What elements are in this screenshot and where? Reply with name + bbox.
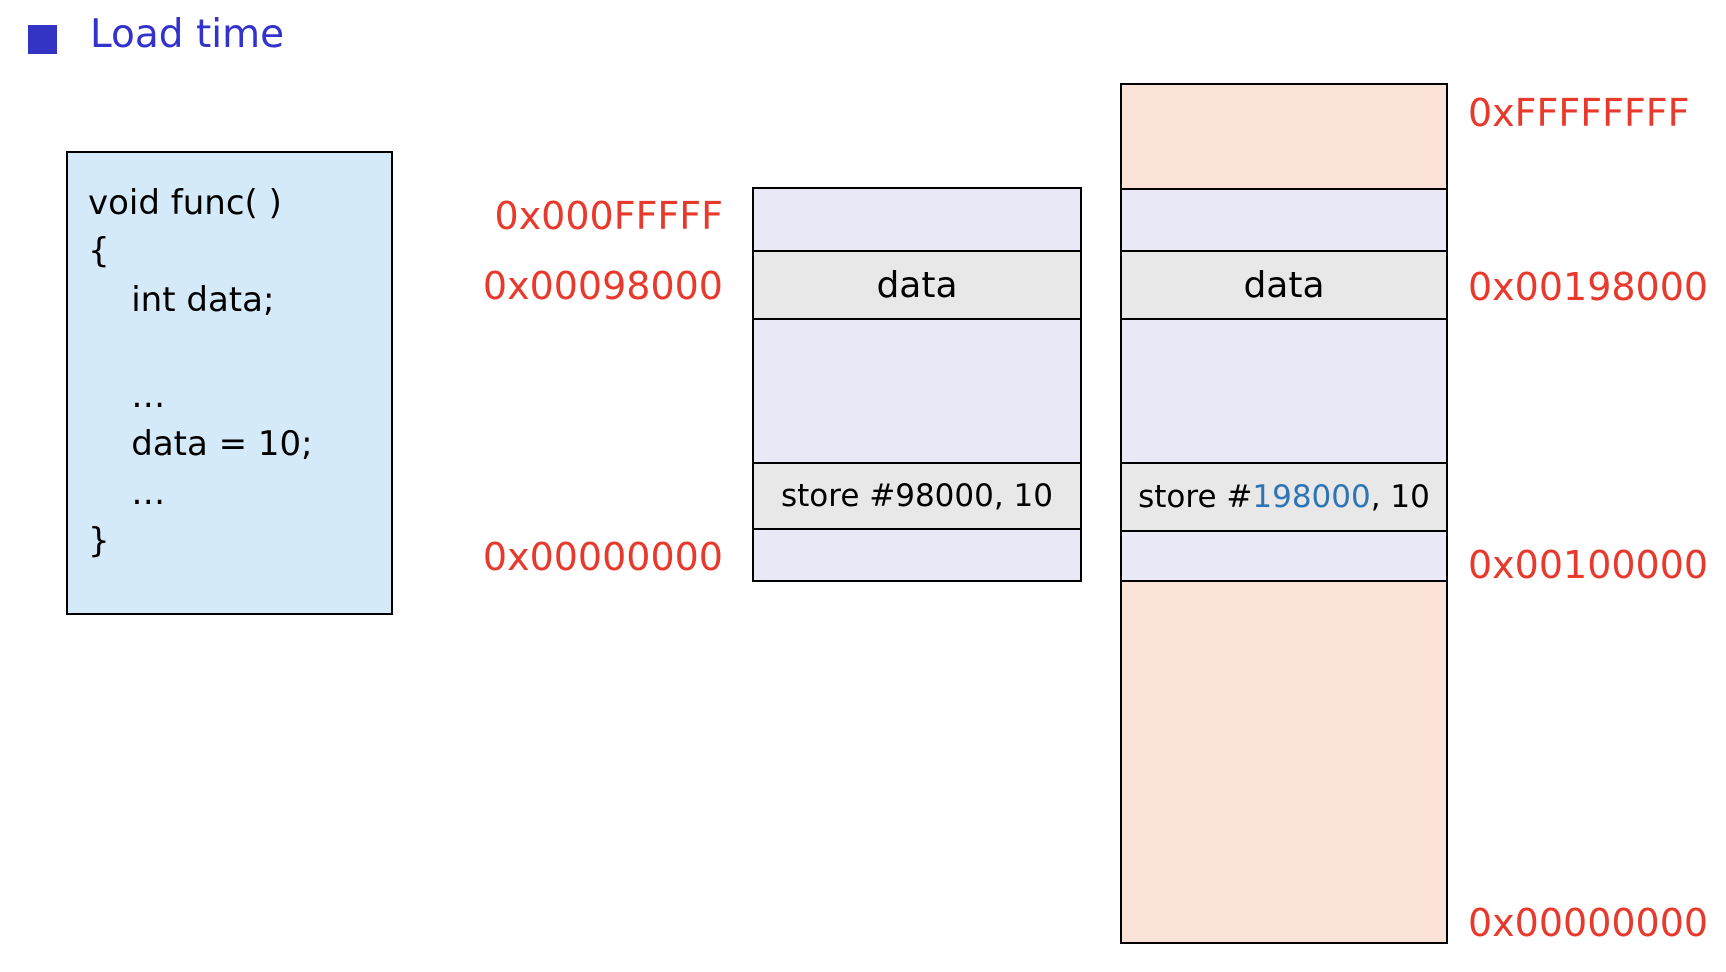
address-label-physical-base: 0x00100000 [1468, 543, 1709, 587]
bullet-square-icon [28, 25, 57, 54]
logical-segment-store: store #98000, 10 [754, 462, 1080, 528]
address-label-physical-data: 0x00198000 [1468, 265, 1709, 309]
address-label-physical-bottom: 0x00000000 [1468, 901, 1709, 945]
slide-title: Load time [90, 12, 285, 57]
logical-segment-top-unused [754, 189, 1080, 250]
source-code: void func( ) { int data; … data = 10; … … [88, 183, 313, 561]
address-label-logical-top: 0x000FFFFF [494, 194, 723, 238]
physical-segment-bottom-reserved [1122, 580, 1446, 942]
store-instruction-suffix: , 10 [1370, 479, 1430, 515]
physical-memory-column: data store #198000, 10 [1120, 83, 1448, 944]
physical-data-segment-label: data [1243, 264, 1325, 306]
physical-segment-store: store #198000, 10 [1122, 462, 1446, 530]
address-label-logical-bottom: 0x00000000 [482, 535, 723, 579]
logical-memory-column: data store #98000, 10 [752, 187, 1082, 582]
address-label-physical-top: 0xFFFFFFFF [1468, 91, 1690, 135]
physical-segment-top-unused [1122, 188, 1446, 250]
store-instruction-prefix: store # [1138, 479, 1253, 515]
logical-segment-middle-unused [754, 318, 1080, 462]
physical-segment-data: data [1122, 250, 1446, 318]
store-instruction-relocated-address: 198000 [1252, 479, 1371, 515]
logical-data-segment-label: data [876, 264, 958, 306]
address-label-logical-data: 0x00098000 [482, 264, 723, 308]
physical-store-instruction-label: store #198000, 10 [1138, 479, 1430, 515]
logical-store-instruction-label: store #98000, 10 [780, 478, 1053, 514]
physical-segment-bottom-unused [1122, 530, 1446, 580]
source-code-box: void func( ) { int data; … data = 10; … … [66, 151, 393, 615]
logical-segment-bottom-unused [754, 528, 1080, 580]
physical-segment-top-reserved [1122, 85, 1446, 188]
physical-segment-middle-unused [1122, 318, 1446, 462]
logical-segment-data: data [754, 250, 1080, 318]
